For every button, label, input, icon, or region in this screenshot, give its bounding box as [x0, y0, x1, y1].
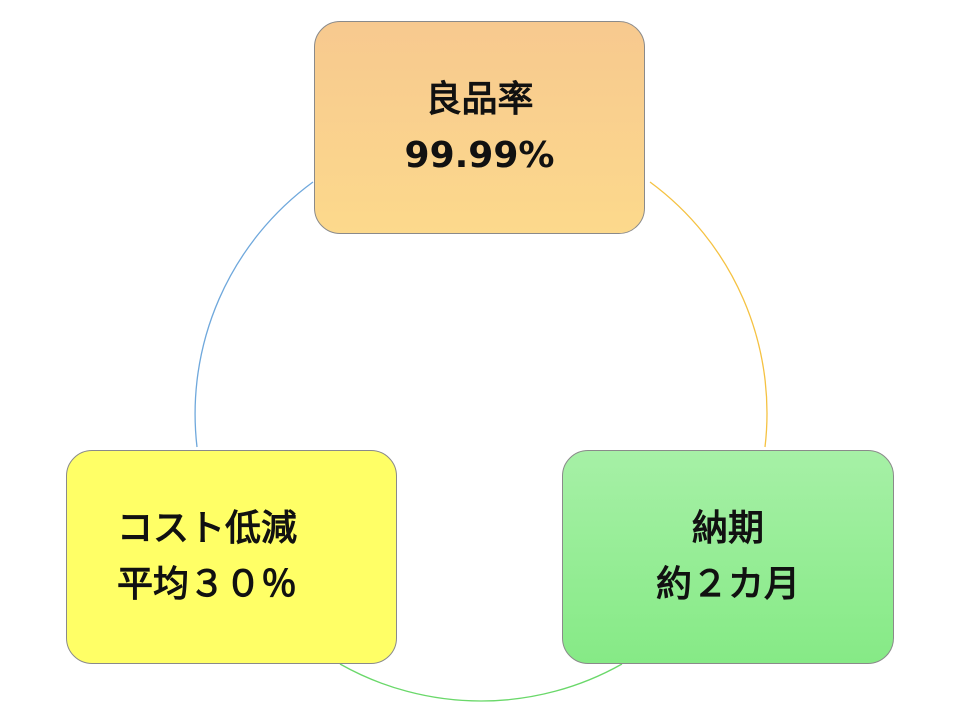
quality-node: 良品率 99.99%	[314, 21, 645, 234]
delivery-node: 納期 約２カ月	[562, 450, 894, 664]
arc-quality-to-delivery	[649, 181, 768, 448]
quality-value: 99.99%	[404, 134, 555, 176]
delivery-title: 納期	[691, 508, 764, 550]
arc-delivery-to-cost	[339, 663, 623, 702]
delivery-value: 約２カ月	[655, 564, 800, 605]
arc-cost-to-quality	[194, 181, 314, 448]
quality-title: 良品率	[425, 78, 534, 120]
cost-value: 平均３０％	[117, 564, 298, 605]
cost-node: コスト低減 平均３０％	[66, 450, 397, 664]
cost-title: コスト低減	[117, 508, 298, 550]
